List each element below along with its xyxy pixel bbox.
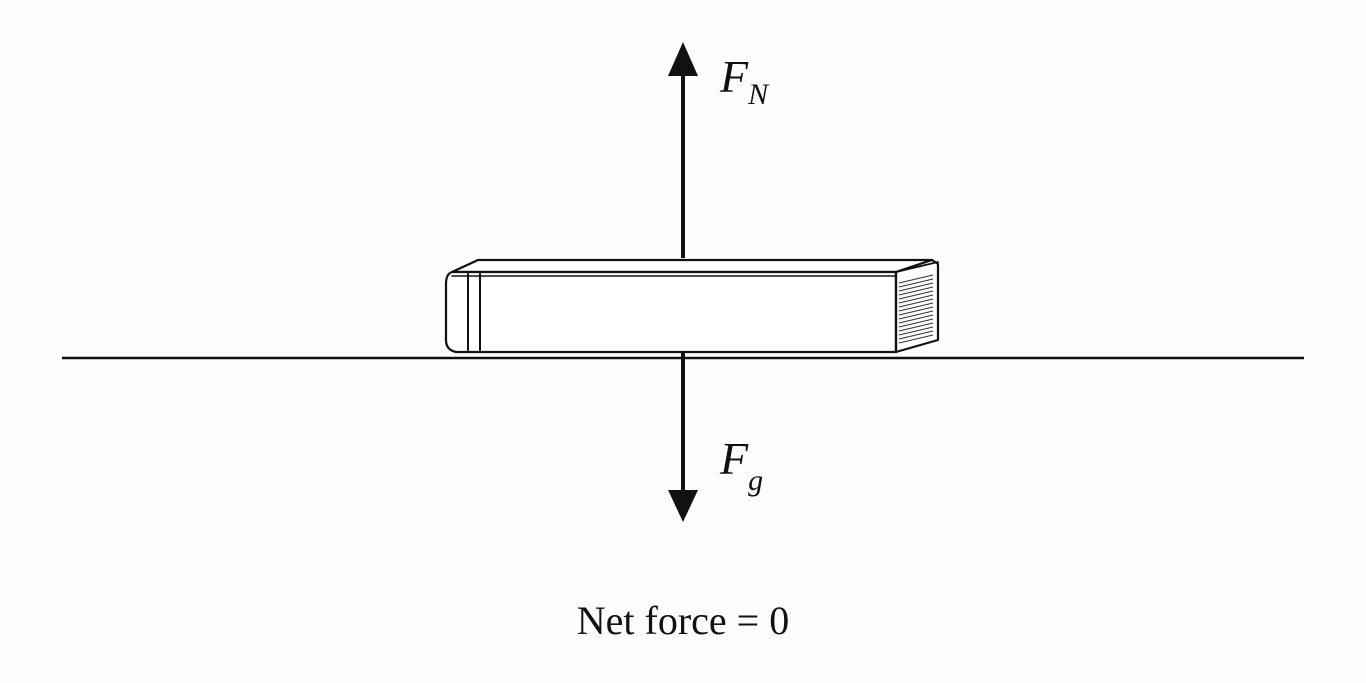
net-force-caption: Net force = 0 — [577, 598, 789, 643]
book — [444, 258, 940, 354]
normal-force-label: FN — [719, 51, 770, 111]
normal-force-subscript: N — [747, 78, 770, 111]
book-page-lines — [898, 274, 934, 344]
gravity-force-subscript: g — [748, 464, 763, 497]
normal-force-arrow — [668, 42, 698, 258]
gravity-force-arrow — [668, 352, 698, 522]
normal-force-letter: F — [719, 51, 749, 102]
gravity-force-label: Fg — [719, 433, 763, 497]
gravity-force-letter: F — [719, 433, 749, 484]
